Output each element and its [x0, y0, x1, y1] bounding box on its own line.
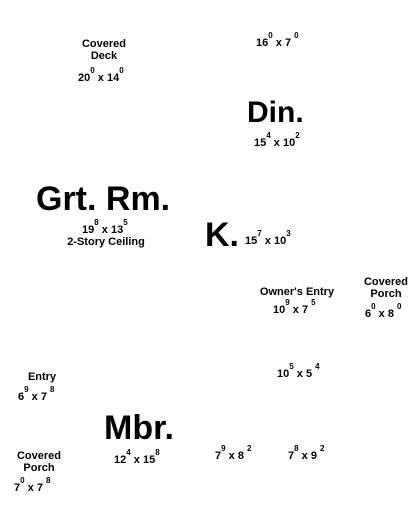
dim-depth-ft: 7	[36, 482, 43, 494]
covered-porch-left-label: Covered Porch	[10, 450, 68, 474]
dining-room-label: Din.	[247, 96, 304, 129]
dim-depth-in: 2	[319, 444, 325, 453]
dim-depth-in: 3	[286, 229, 291, 238]
dim-separator: x	[228, 450, 235, 462]
covered-porch-right-name-line1: Covered	[363, 276, 409, 288]
entry-label: Entry	[27, 371, 57, 383]
dim-separator: x	[27, 482, 34, 494]
dim-width-ft: 10	[277, 368, 290, 380]
owners-entry-label: Owner's Entry	[259, 286, 335, 298]
covered-deck-label: Covered Deck	[72, 38, 136, 62]
covered-porch-right-label: Covered Porch	[358, 276, 414, 300]
dim-width-ft: 7	[14, 482, 21, 494]
dim-separator: x	[133, 454, 140, 466]
dim-width-in: 9	[24, 385, 29, 394]
dining-room-dimensions: 154 x 102	[254, 131, 300, 149]
dim-depth-ft: 13	[110, 224, 124, 236]
covered-porch-right-name-line2: Porch	[370, 288, 402, 300]
dim-depth-ft: 7	[284, 37, 292, 49]
kitchen-dimensions: 157 x 103	[245, 229, 291, 247]
dim-width-ft: 12	[114, 454, 127, 466]
dim-depth-ft: 15	[142, 454, 156, 466]
dim-separator: x	[101, 224, 108, 236]
owners-entry-dimensions: 109 x 75	[273, 298, 316, 316]
dim-depth-ft: 7	[40, 391, 47, 403]
kitchen-label: K.	[205, 216, 239, 254]
master-bedroom-label: Mbr.	[104, 409, 174, 447]
dim-depth-in: 0	[119, 66, 124, 75]
great-room-dimensions: 198 x 135	[82, 218, 128, 236]
dim-depth-ft: 10	[282, 137, 296, 149]
dim-width-ft: 6	[18, 391, 25, 403]
covered-porch-right-dimensions: 60 x 80	[365, 302, 401, 320]
dim-width-ft: 6	[365, 308, 372, 320]
dim-width-in: 0	[20, 476, 25, 485]
dim-width-ft: 19	[82, 224, 95, 236]
dim-depth-in: 2	[246, 444, 252, 453]
master-bedroom-dimensions: 124 x 158	[114, 448, 160, 466]
closet-b-dimensions: 78 x 92	[288, 444, 324, 462]
dim-depth-in: 2	[295, 131, 300, 140]
dim-depth-in: 8	[49, 385, 55, 394]
closet-a-dimensions: 79 x 82	[215, 444, 251, 462]
dim-depth-ft: 7	[301, 304, 309, 316]
covered-porch-left-name-line2: Porch	[23, 462, 55, 474]
covered-deck-name-line2: Deck	[90, 50, 118, 62]
dim-depth-ft: 8	[237, 450, 244, 462]
dim-depth-in: 8	[155, 448, 160, 457]
dim-width-in: 0	[371, 302, 376, 311]
dim-width-in: 7	[257, 229, 262, 238]
dim-separator: x	[378, 308, 385, 320]
dim-width-ft: 7	[215, 450, 222, 462]
dim-separator: x	[31, 391, 38, 403]
dim-width-ft: 10	[273, 304, 286, 316]
covered-deck-dimensions: 200 x 140	[78, 66, 124, 84]
dim-width-in: 9	[285, 298, 290, 307]
dim-width-ft: 20	[78, 72, 91, 84]
dim-width-in: 9	[221, 444, 226, 453]
dim-width-in: 0	[90, 66, 95, 75]
dim-width-ft: 15	[245, 235, 258, 247]
dim-separator: x	[292, 304, 299, 316]
dim-width-ft: 16	[256, 37, 269, 49]
dim-depth-in: 4	[315, 362, 320, 371]
dim-depth-ft: 9	[310, 450, 317, 462]
dim-width-in: 8	[294, 444, 299, 453]
dim-separator: x	[301, 450, 308, 462]
dim-depth-in: 8	[45, 476, 51, 485]
dim-width-ft: 15	[254, 137, 267, 149]
covered-porch-left-name-line1: Covered	[16, 450, 62, 462]
entry-dimensions: 69 x 78	[18, 385, 54, 403]
dim-width-in: 5	[289, 362, 294, 371]
dim-depth-in: 0	[396, 302, 402, 311]
dim-separator: x	[264, 235, 271, 247]
dim-depth-ft: 8	[387, 308, 394, 320]
dim-separator: x	[97, 72, 104, 84]
dim-width-in: 4	[126, 448, 131, 457]
dim-separator: x	[296, 368, 303, 380]
dim-width-in: 4	[266, 131, 271, 140]
dim-depth-ft: 5	[305, 368, 313, 380]
dim-depth-in: 0	[294, 31, 299, 40]
dim-depth-ft: 14	[106, 72, 120, 84]
dim-separator: x	[275, 37, 282, 49]
dim-separator: x	[273, 137, 280, 149]
covered-porch-left-dimensions: 70 x 78	[14, 476, 50, 494]
covered-deck-name-line1: Covered	[81, 38, 127, 50]
great-room-ceiling-note: 2-Story Ceiling	[67, 236, 145, 248]
dim-depth-in: 5	[311, 298, 316, 307]
dim-width-in: 8	[94, 218, 99, 227]
dim-width-in: 0	[268, 31, 273, 40]
dim-depth-in: 5	[123, 218, 128, 227]
top-room-dimensions: 160 x 70	[256, 31, 299, 49]
great-room-label: Grt. Rm.	[36, 180, 171, 218]
dim-depth-ft: 10	[273, 235, 287, 247]
dim-width-ft: 7	[288, 450, 295, 462]
mid-room-dimensions: 105 x 54	[277, 362, 320, 380]
